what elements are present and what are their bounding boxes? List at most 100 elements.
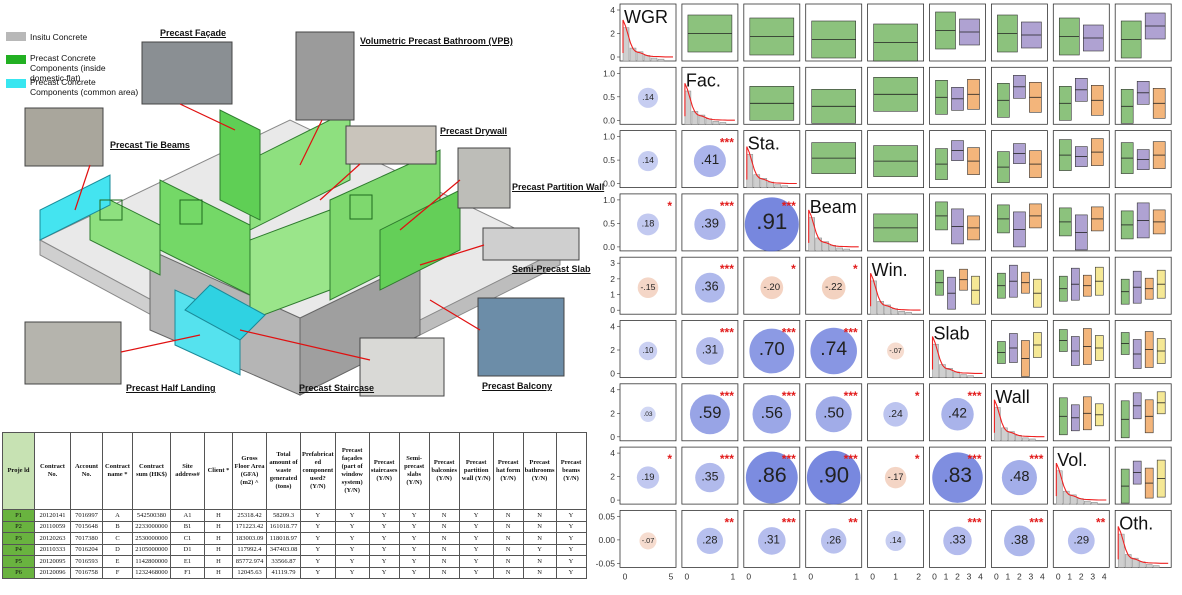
correlation-value: .24 bbox=[888, 409, 903, 420]
label-half-landing: Precast Half Landing bbox=[126, 383, 216, 393]
histogram-bar bbox=[898, 310, 905, 315]
variable-label-slab: Slab bbox=[934, 324, 970, 344]
correlation-value: -.07 bbox=[889, 346, 902, 355]
panel-frame bbox=[929, 320, 986, 378]
histogram-bar bbox=[746, 154, 754, 188]
x-tick-label: 2 bbox=[1079, 571, 1084, 581]
histogram-bar bbox=[657, 58, 665, 62]
table-cell: Y bbox=[368, 520, 400, 533]
legend-swatch-precast-flat bbox=[6, 55, 26, 64]
table-cell: Y bbox=[334, 555, 370, 568]
correlation-circle bbox=[1001, 460, 1037, 496]
correlation-circle bbox=[744, 197, 799, 252]
x-tick-label: 0 bbox=[870, 571, 875, 581]
density-curve bbox=[870, 272, 921, 311]
histogram-bar bbox=[1029, 438, 1036, 442]
correlation-value: .14 bbox=[890, 535, 902, 545]
table-cell: Y bbox=[300, 520, 336, 533]
table-cell: Y bbox=[398, 555, 430, 568]
y-tick-label: 0 bbox=[610, 432, 615, 442]
x-tick-label: 3 bbox=[967, 571, 972, 581]
y-tick-label: 0.05 bbox=[598, 511, 615, 521]
table-cell: Y bbox=[368, 555, 400, 568]
density-curve bbox=[1055, 462, 1107, 501]
table-cell: Y bbox=[555, 509, 587, 522]
table-cell: N bbox=[428, 520, 460, 533]
density-curve bbox=[622, 19, 673, 58]
correlation-circle bbox=[883, 402, 908, 427]
table-cell: N bbox=[492, 543, 524, 556]
correlation-circle bbox=[1004, 525, 1035, 557]
table-header-14: Precast partition wall (Y/N) bbox=[458, 432, 494, 510]
y-tick-label: 2 bbox=[610, 345, 615, 355]
x-tick-label: 0 bbox=[932, 571, 937, 581]
table-cell: D1 bbox=[170, 543, 205, 556]
table-cell: Y bbox=[555, 543, 587, 556]
y-tick-label: 0.0 bbox=[603, 242, 615, 252]
table-cell: 41119.79 bbox=[266, 566, 301, 579]
table-cell: 117992.4 bbox=[232, 543, 267, 556]
x-tick-label: 3 bbox=[1029, 571, 1034, 581]
histogram-bar bbox=[691, 111, 699, 125]
table-cell: 7017380 bbox=[70, 532, 103, 545]
significance-stars: *** bbox=[782, 326, 796, 340]
correlation-circle bbox=[637, 151, 659, 172]
correlation-circle bbox=[887, 342, 905, 360]
table-cell: 542500380 bbox=[132, 509, 171, 522]
correlation-circle bbox=[639, 532, 657, 550]
correlation-circle bbox=[694, 272, 725, 303]
panel-frame bbox=[1052, 509, 1110, 568]
correlation-value: .10 bbox=[643, 346, 655, 355]
table-cell: Y bbox=[300, 509, 336, 522]
histogram-bar bbox=[939, 364, 946, 378]
table-cell: Y bbox=[368, 509, 400, 522]
x-tick-label: 1 bbox=[792, 571, 797, 581]
table-cell: 20120096 bbox=[34, 566, 71, 579]
panel-frame bbox=[990, 383, 1048, 442]
correlation-value: .90 bbox=[818, 462, 849, 487]
histogram-bar bbox=[808, 217, 815, 252]
panel-frame bbox=[805, 256, 863, 315]
histogram-bar bbox=[877, 301, 884, 315]
correlation-value: .03 bbox=[643, 411, 652, 418]
table-header-2: Account No. bbox=[70, 432, 103, 510]
histogram-bar bbox=[960, 374, 967, 378]
significance-stars: *** bbox=[720, 136, 734, 150]
table-cell: 2233000000 bbox=[132, 520, 171, 533]
x-tick-label: 1 bbox=[854, 571, 859, 581]
label-drywall: Precast Drywall bbox=[440, 126, 508, 136]
table-cell: N bbox=[492, 555, 524, 568]
table-cell: H bbox=[204, 532, 233, 545]
variable-label-oth: Oth. bbox=[1119, 513, 1153, 533]
table-cell: 20120263 bbox=[34, 532, 71, 545]
table-header-1: Contract No. bbox=[34, 432, 71, 510]
panel-frame bbox=[619, 3, 677, 62]
significance-stars: *** bbox=[782, 515, 796, 529]
table-cell: Y bbox=[458, 509, 494, 522]
panel-frame bbox=[867, 509, 925, 568]
correlation-circle bbox=[820, 528, 847, 554]
table-cell: 171223.42 bbox=[232, 520, 267, 533]
correlation-circle bbox=[694, 208, 726, 240]
y-tick-label: 0.5 bbox=[603, 155, 615, 165]
table-cell: Y bbox=[334, 543, 370, 556]
table-header-17: Precast beams (Y/N) bbox=[555, 432, 587, 510]
x-tick-label: 1 bbox=[1067, 571, 1072, 581]
correlation-circle bbox=[749, 328, 795, 374]
histogram-bar bbox=[774, 184, 782, 188]
x-tick-label: 4 bbox=[1102, 571, 1107, 581]
y-tick-label: 4 bbox=[610, 322, 615, 332]
panel-frame bbox=[619, 320, 677, 378]
table-cell: N bbox=[428, 543, 460, 556]
correlation-value: .14 bbox=[642, 92, 654, 102]
correlation-circle bbox=[689, 394, 730, 435]
significance-stars: *** bbox=[967, 515, 981, 529]
variable-label-sta: Sta. bbox=[748, 134, 780, 154]
x-tick-label: 2 bbox=[955, 571, 960, 581]
histogram-bar bbox=[843, 248, 850, 252]
table-cell: N bbox=[522, 509, 557, 522]
histogram-bar bbox=[1056, 470, 1063, 505]
table-cell: Y bbox=[398, 566, 430, 579]
histogram-bar bbox=[815, 237, 822, 252]
x-tick-label: 1 bbox=[893, 571, 898, 581]
